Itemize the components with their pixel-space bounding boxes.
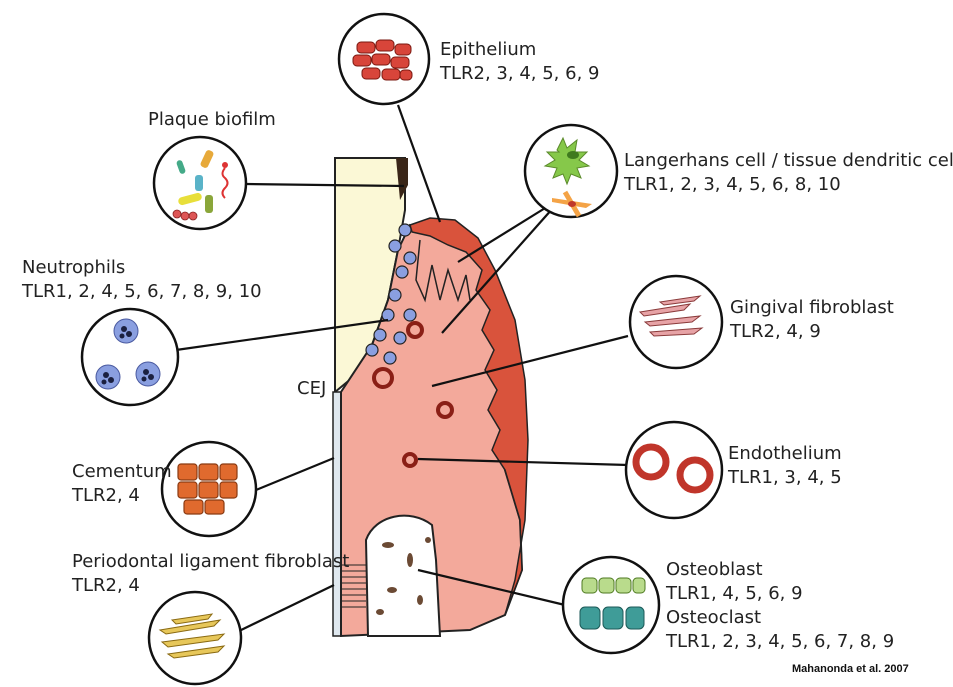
cementum-label: Cementum TLR2, 4 bbox=[72, 460, 172, 508]
cementum-tlr: TLR2, 4 bbox=[72, 484, 172, 508]
langerhans-name: Langerhans cell / tissue dendritic cell bbox=[624, 149, 953, 173]
plaque-label: Plaque biofilm bbox=[148, 108, 276, 132]
langerhans-inset bbox=[525, 125, 617, 217]
endothelium-label: Endothelium TLR1, 3, 4, 5 bbox=[728, 442, 842, 490]
epithelium-tlr: TLR2, 3, 4, 5, 6, 9 bbox=[440, 62, 599, 86]
pdl-fibroblast-label: Periodontal ligament fibroblast TLR2, 4 bbox=[72, 550, 349, 598]
cej-label: CEJ bbox=[297, 377, 326, 401]
gingival-fibroblast-label: Gingival fibroblast TLR2, 4, 9 bbox=[730, 296, 894, 344]
osteoclast-name: Osteoclast bbox=[666, 606, 894, 630]
osteoblast-name: Osteoblast bbox=[666, 558, 894, 582]
epithelium-label: Epithelium TLR2, 3, 4, 5, 6, 9 bbox=[440, 38, 599, 86]
cej-name: CEJ bbox=[297, 377, 326, 401]
endothelium-name: Endothelium bbox=[728, 442, 842, 466]
pdl-fibroblast-tlr: TLR2, 4 bbox=[72, 574, 349, 598]
neutrophils-name: Neutrophils bbox=[22, 256, 262, 280]
alveolar-bone bbox=[366, 516, 440, 636]
langerhans-label: Langerhans cell / tissue dendritic cell … bbox=[624, 149, 953, 197]
endothelium-tlr: TLR1, 3, 4, 5 bbox=[728, 466, 842, 490]
epithelium-inset bbox=[339, 14, 429, 104]
neutrophils-label: Neutrophils TLR1, 2, 4, 5, 6, 7, 8, 9, 1… bbox=[22, 256, 262, 304]
citation: Mahanonda et al. 2007 bbox=[792, 663, 909, 675]
gingival-fibroblast-inset bbox=[630, 276, 722, 368]
endothelium-inset bbox=[626, 422, 722, 518]
osteoclast-tlr: TLR1, 2, 3, 4, 5, 6, 7, 8, 9 bbox=[666, 630, 894, 654]
tooth-root bbox=[333, 392, 341, 636]
epithelium-name: Epithelium bbox=[440, 38, 599, 62]
plaque-biofilm-inset bbox=[154, 137, 246, 229]
gingival-fibroblast-tlr: TLR2, 4, 9 bbox=[730, 320, 894, 344]
tissue-illustration bbox=[333, 158, 528, 636]
langerhans-tlr: TLR1, 2, 3, 4, 5, 6, 8, 10 bbox=[624, 173, 953, 197]
bone-cells-inset bbox=[563, 557, 659, 653]
cementum-name: Cementum bbox=[72, 460, 172, 484]
bone-cells-label: Osteoblast TLR1, 4, 5, 6, 9 Osteoclast T… bbox=[666, 558, 894, 654]
plaque-name: Plaque biofilm bbox=[148, 108, 276, 132]
pdl-fibroblast-inset bbox=[149, 592, 241, 684]
osteoblast-tlr: TLR1, 4, 5, 6, 9 bbox=[666, 582, 894, 606]
pdl-fibroblast-name: Periodontal ligament fibroblast bbox=[72, 550, 349, 574]
cementum-inset bbox=[162, 442, 256, 536]
neutrophils-tlr: TLR1, 2, 4, 5, 6, 7, 8, 9, 10 bbox=[22, 280, 262, 304]
gingival-fibroblast-name: Gingival fibroblast bbox=[730, 296, 894, 320]
neutrophils-inset bbox=[82, 309, 178, 405]
